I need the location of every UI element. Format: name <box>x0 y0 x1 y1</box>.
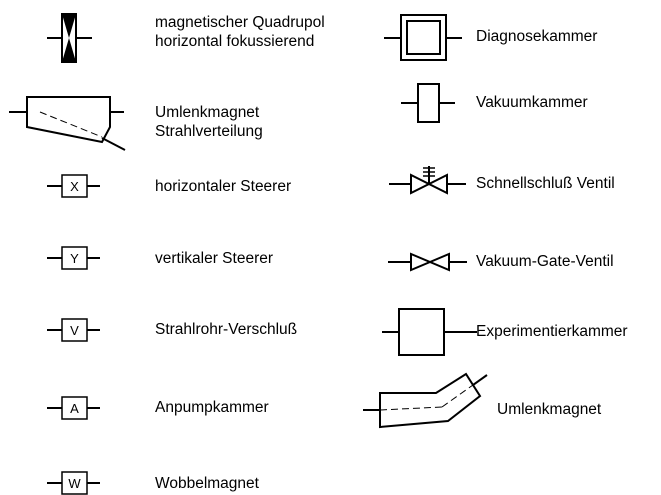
label-gate-valve: Vakuum-Gate-Ventil <box>476 253 614 270</box>
quadrupole-icon <box>47 13 92 63</box>
narrow-box-icon <box>401 83 455 123</box>
pump-down-chamber-icon: A <box>47 396 100 420</box>
gate-valve-icon <box>388 252 467 272</box>
beam-shutter-icon: V <box>47 318 100 342</box>
symbol-letter-x: X <box>70 179 79 194</box>
bending-magnet-distribution-icon <box>9 96 126 151</box>
label-quadrupole: magnetischer Quadrupol horizontal fokuss… <box>155 13 325 51</box>
label-vertical-steerer: vertikaler Steerer <box>155 250 274 267</box>
label-pump-down-chamber: Anpumpkammer <box>155 399 269 416</box>
wobbler-magnet-icon: W <box>47 471 100 495</box>
symbol-letter-w: W <box>68 476 81 491</box>
label-vacuum-chamber: Vakuumkammer <box>476 94 588 111</box>
label-bending-magnet: Umlenkmagnet <box>497 401 602 418</box>
double-box-icon <box>384 14 462 61</box>
large-box-icon <box>382 308 477 356</box>
label-horizontal-steerer: horizontaler Steerer <box>155 178 292 195</box>
label-line: Strahlverteilung <box>155 123 263 140</box>
bending-magnet-icon <box>363 372 488 429</box>
label-line: magnetischer Quadrupol <box>155 14 325 31</box>
label-fast-valve: Schnellschluß Ventil <box>476 175 615 192</box>
label-bending-magnet-distribution: Umlenkmagnet Strahlverteilung <box>155 103 263 141</box>
horizontal-steerer-icon: X <box>47 174 100 198</box>
vertical-steerer-icon: Y <box>47 246 100 270</box>
label-beam-shutter: Strahlrohr-Verschluß <box>155 321 298 338</box>
symbol-letter-v: V <box>70 323 79 338</box>
label-line: Umlenkmagnet <box>155 104 260 121</box>
label-experiment-chamber: Experimentierkammer <box>476 323 628 340</box>
symbol-letter-a: A <box>70 401 79 416</box>
symbol-letter-y: Y <box>70 251 79 266</box>
label-wobbler-magnet: Wobbelmagnet <box>155 475 259 492</box>
label-diagnostic-chamber: Diagnosekammer <box>476 28 598 45</box>
fast-valve-icon <box>389 166 466 195</box>
label-line: horizontal fokussierend <box>155 33 315 50</box>
